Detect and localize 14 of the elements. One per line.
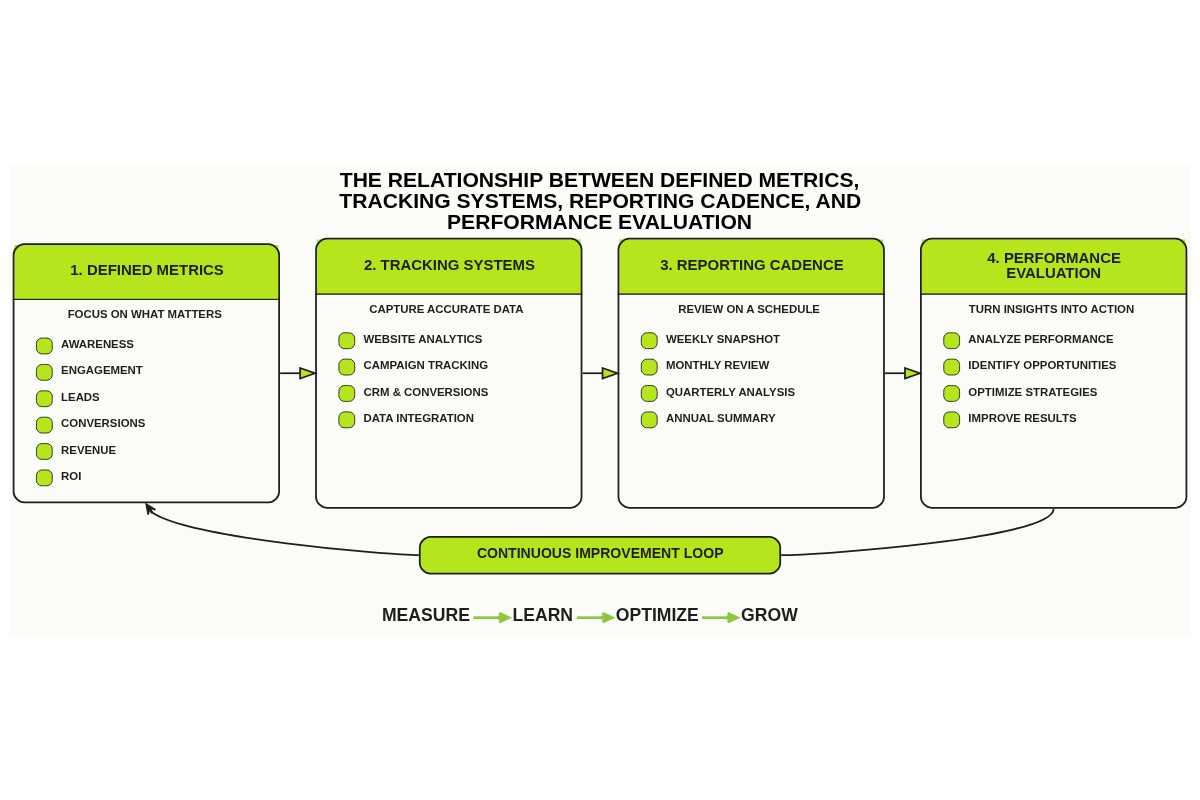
arrow — [884, 366, 923, 380]
arrow — [473, 611, 511, 623]
arrow — [576, 611, 614, 623]
node-text: MEASURE — [381, 604, 470, 625]
connector — [780, 507, 1055, 556]
node-text: GROW — [741, 604, 798, 625]
diagram-title: THE RELATIONSHIP BETWEEN DEFINED METRICS, TRACKING SYSTEMS, REPORTING CADENCE, AND PERFORMANCE EVALUATION — [339, 167, 862, 233]
arrow — [145, 502, 420, 556]
node-text: OPTIMIZE — [615, 604, 699, 625]
arrow — [279, 366, 318, 380]
arrow — [581, 366, 621, 380]
arrow — [702, 611, 739, 623]
node-box: CONTINUOUS IMPROVEMENT LOOP — [418, 535, 782, 575]
node-text: LEARN — [512, 604, 574, 625]
